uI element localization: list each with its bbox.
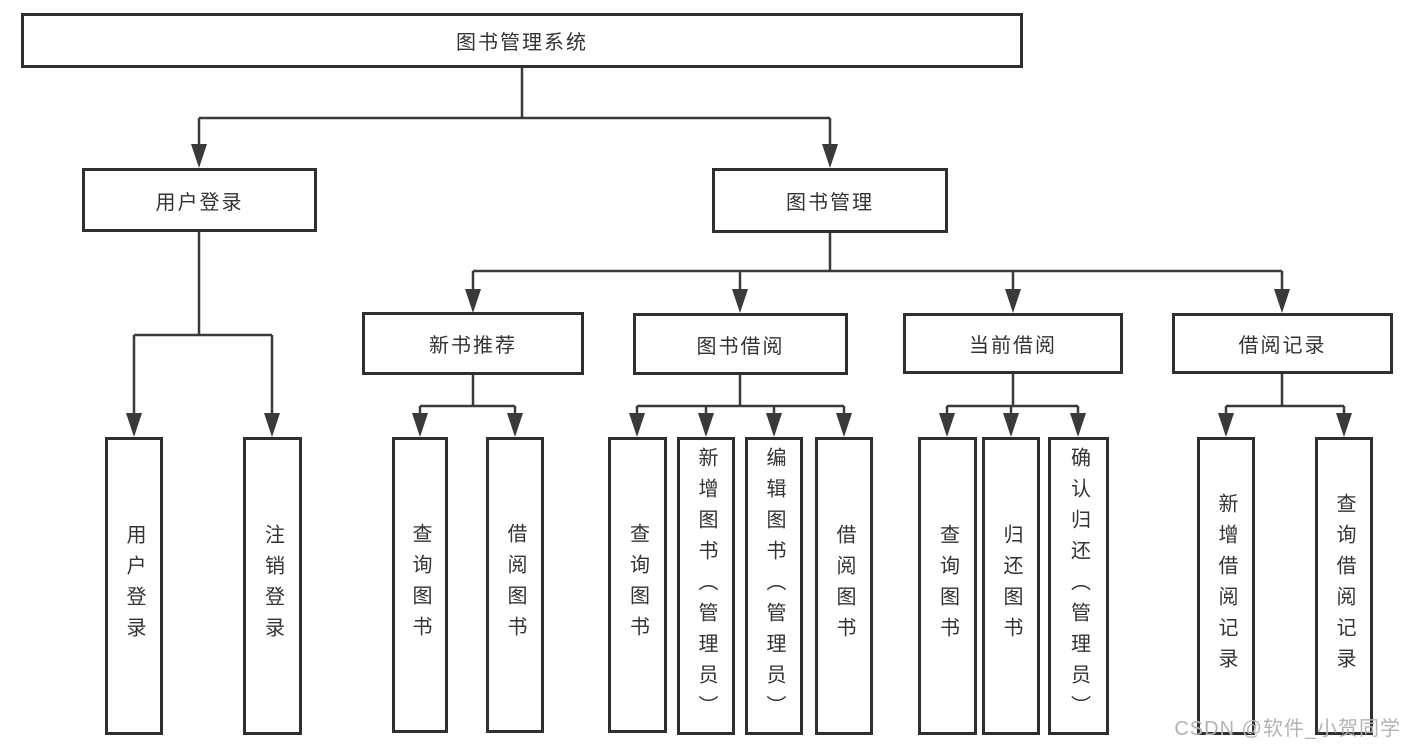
leaf-label: 用户登录 bbox=[123, 524, 145, 648]
leaf-label: 新增借阅记录 bbox=[1215, 493, 1237, 679]
leaf-query-books-borrow: 查询图书 bbox=[608, 437, 667, 733]
leaf-return-books: 归还图书 bbox=[982, 437, 1040, 735]
leaf-query-borrow-record: 查询借阅记录 bbox=[1315, 437, 1373, 735]
leaf-logout: 注销登录 bbox=[243, 437, 302, 735]
leaf-label: 编辑图书（管理员） bbox=[763, 446, 785, 726]
node-current-borrowing: 当前借阅 bbox=[903, 313, 1123, 374]
leaf-query-books-current: 查询图书 bbox=[918, 437, 977, 735]
leaf-edit-books-admin: 编辑图书（管理员） bbox=[745, 437, 803, 735]
leaf-label: 归还图书 bbox=[1000, 524, 1022, 648]
node-label: 用户登录 bbox=[155, 191, 244, 214]
leaf-add-borrow-record: 新增借阅记录 bbox=[1197, 437, 1255, 735]
leaf-label: 确认归还（管理员） bbox=[1067, 446, 1090, 726]
node-label: 新书推荐 bbox=[429, 335, 517, 357]
node-label: 借阅记录 bbox=[1238, 335, 1327, 357]
connector-segments bbox=[132, 68, 1346, 417]
leaf-user-login: 用户登录 bbox=[105, 437, 163, 735]
node-label: 图书管理 bbox=[786, 192, 874, 214]
node-user-login-module: 用户登录 bbox=[82, 168, 317, 232]
leaf-label: 新增图书（管理员） bbox=[695, 446, 717, 726]
leaf-borrow-books-recommend: 借阅图书 bbox=[486, 437, 544, 733]
leaf-label: 借阅图书 bbox=[504, 523, 526, 647]
leaf-add-books-admin: 新增图书（管理员） bbox=[677, 437, 735, 735]
csdn-watermark: CSDN @软件_小贺同学 bbox=[1174, 718, 1401, 740]
leaf-label: 查询图书 bbox=[936, 524, 959, 648]
leaf-confirm-return-admin: 确认归还（管理员） bbox=[1048, 437, 1109, 735]
node-label: 当前借阅 bbox=[969, 335, 1057, 357]
node-label: 图书借阅 bbox=[696, 335, 785, 358]
node-book-management-module: 图书管理 bbox=[712, 168, 948, 233]
leaf-borrow-books: 借阅图书 bbox=[815, 437, 873, 735]
leaf-query-books-recommend: 查询图书 bbox=[392, 437, 448, 733]
node-borrowing-records: 借阅记录 bbox=[1172, 313, 1393, 374]
leaf-label: 查询图书 bbox=[626, 523, 649, 647]
node-root-system: 图书管理系统 bbox=[21, 13, 1023, 68]
leaf-label: 查询图书 bbox=[409, 523, 431, 647]
leaf-label: 查询借阅记录 bbox=[1333, 493, 1355, 679]
leaf-label: 借阅图书 bbox=[833, 524, 855, 648]
node-new-book-recommend: 新书推荐 bbox=[362, 312, 584, 375]
node-root-label: 图书管理系统 bbox=[456, 32, 588, 54]
node-book-borrowing: 图书借阅 bbox=[633, 313, 848, 375]
leaf-label: 注销登录 bbox=[261, 524, 284, 648]
arrowheads bbox=[126, 144, 1352, 437]
